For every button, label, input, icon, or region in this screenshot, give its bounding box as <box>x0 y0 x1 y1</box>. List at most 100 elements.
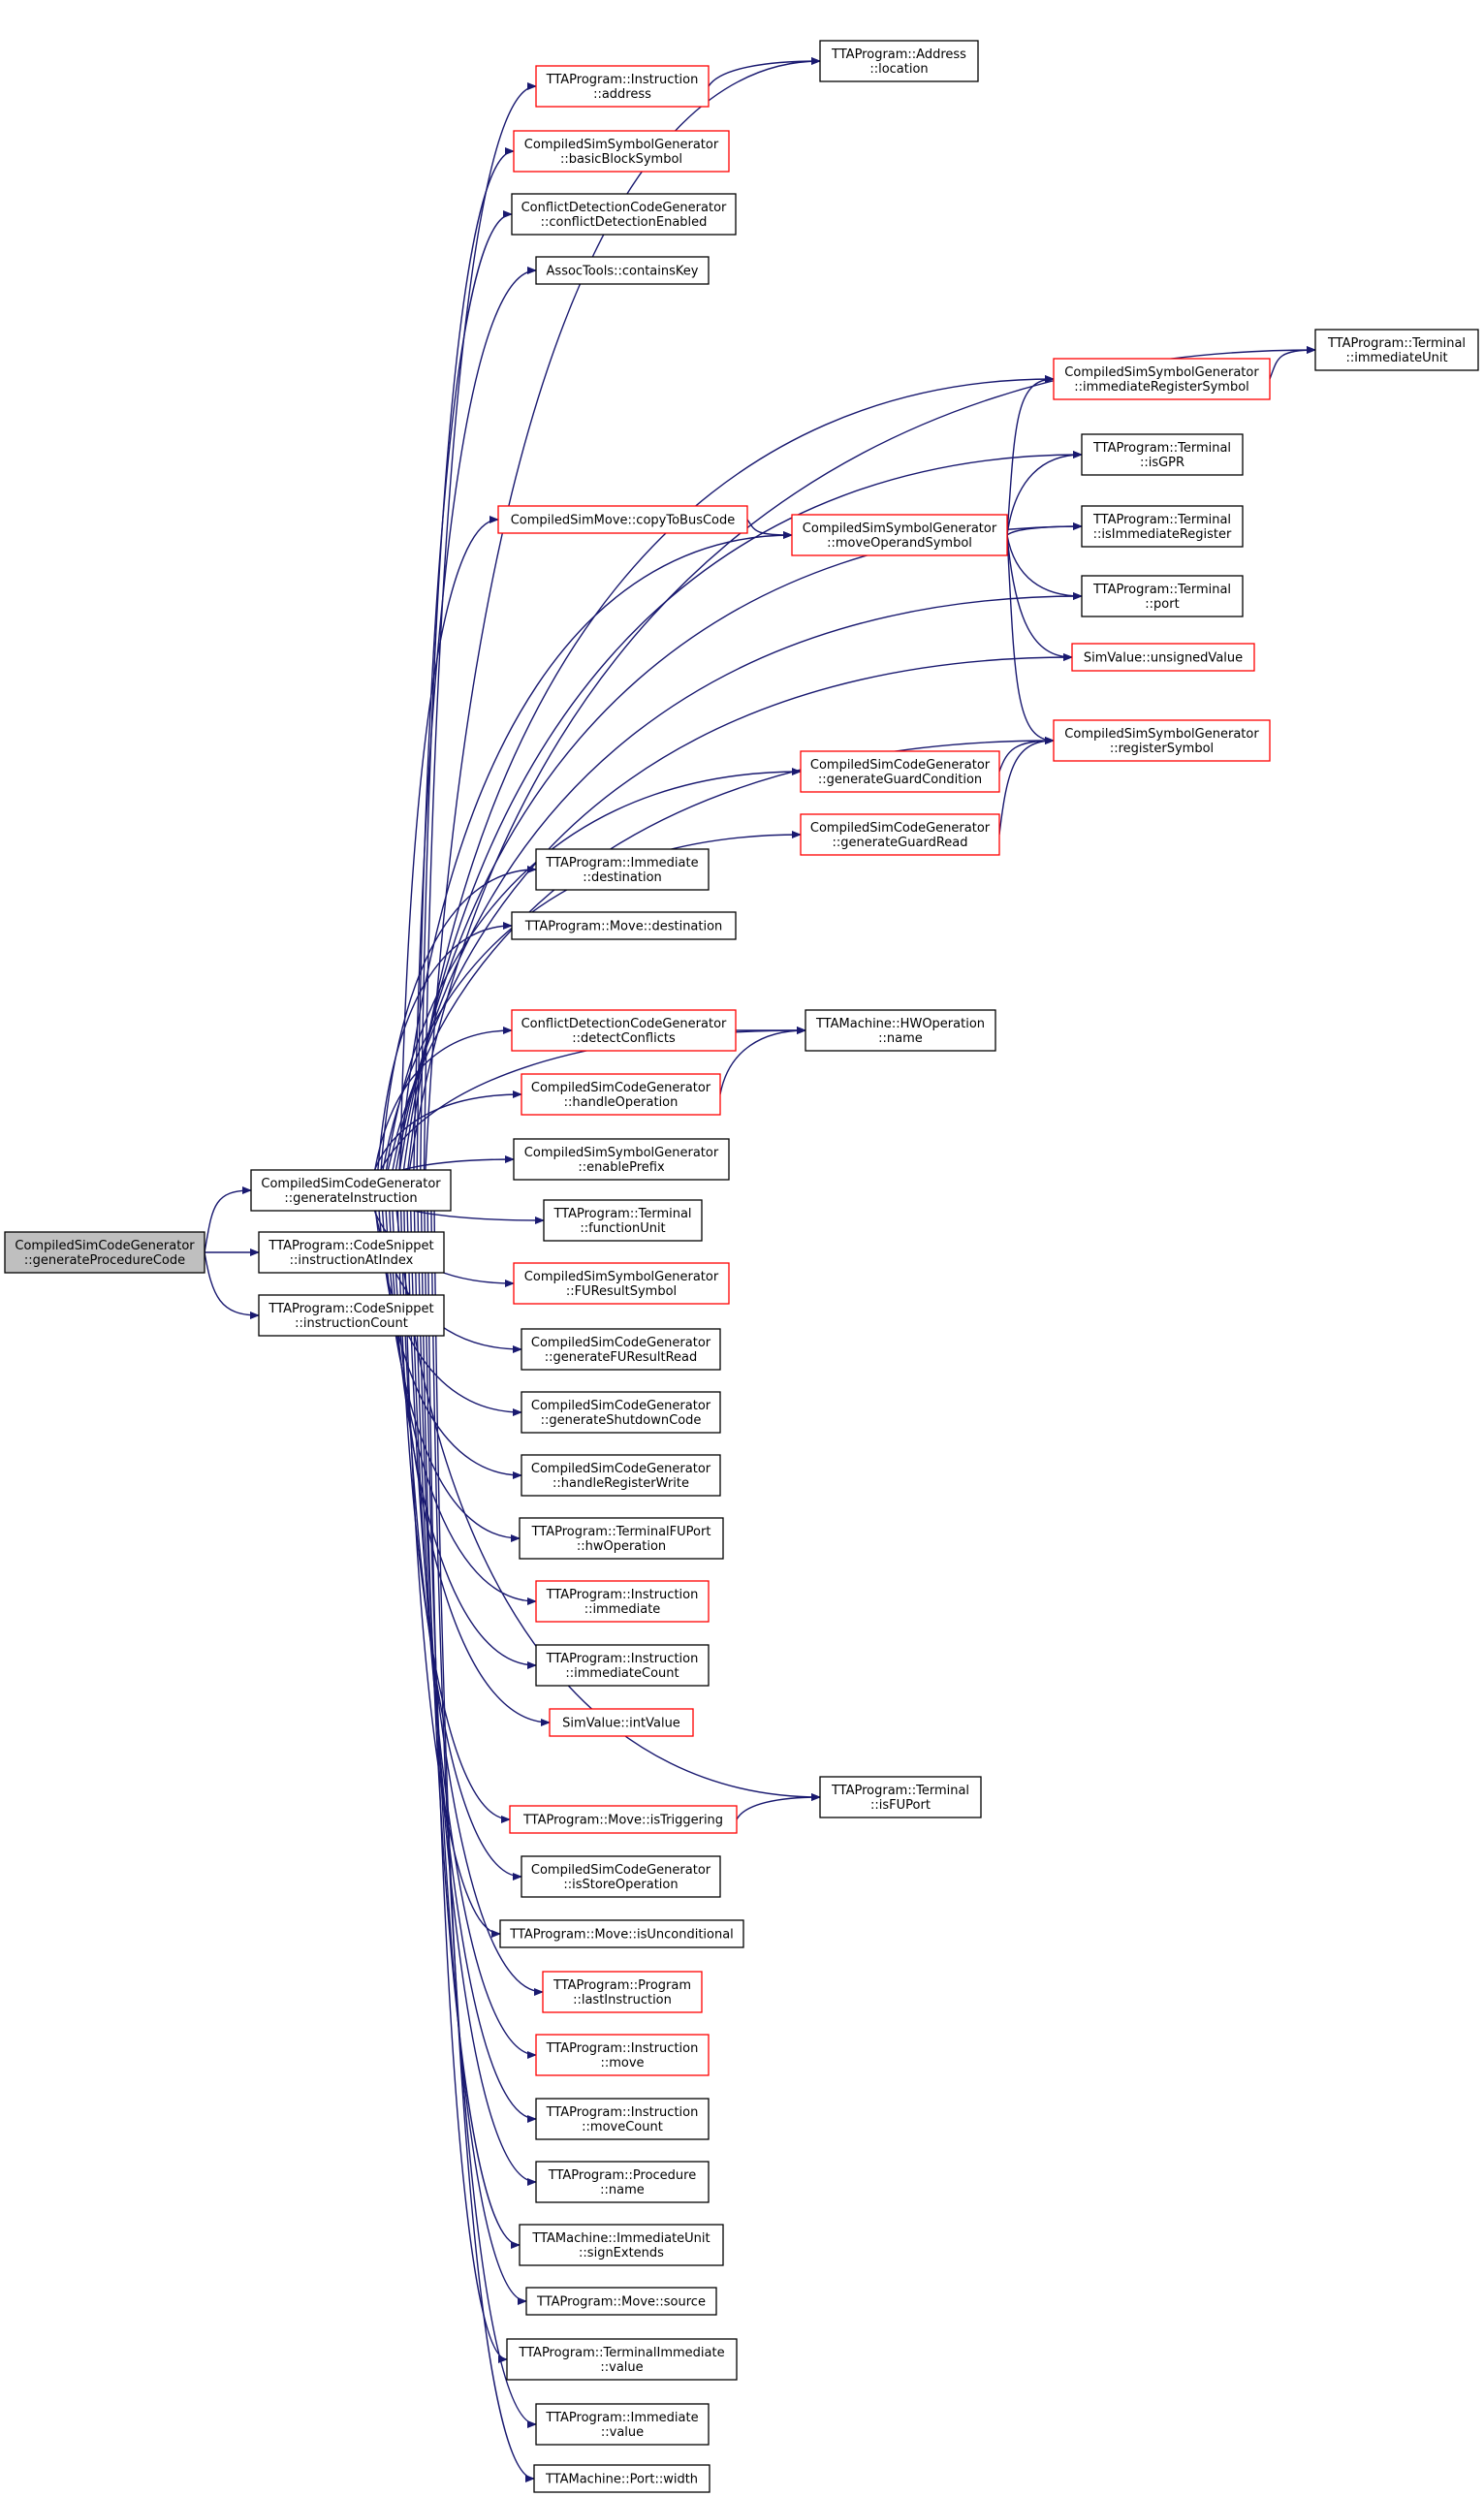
node-box <box>250 1169 452 1212</box>
node-instrAddress[interactable]: TTAProgram::Instruction::address <box>535 65 710 108</box>
edge-genInstr-to-handleRegWrite <box>378 1210 522 1479</box>
node-isFUPort[interactable]: TTAProgram::Terminal::isFUPort <box>819 1776 982 1818</box>
node-termImmValue[interactable]: TTAProgram::TerminalImmediate::value <box>506 2338 738 2381</box>
node-label: ::enablePrefix <box>578 1160 665 1175</box>
node-label: ::instructionAtIndex <box>290 1253 414 1268</box>
node-immRegSymbol[interactable]: CompiledSimSymbolGenerator::immediateReg… <box>1053 358 1271 400</box>
node-moveOperandSymbol[interactable]: CompiledSimSymbolGenerator::moveOperandS… <box>791 514 1008 556</box>
node-label: CompiledSimCodeGenerator <box>531 1336 711 1350</box>
node-label: TTAMachine::HWOperation <box>815 1017 985 1031</box>
node-functionUnit[interactable]: TTAProgram::Terminal::functionUnit <box>543 1199 703 1242</box>
node-box <box>513 1262 730 1305</box>
node-label: TTAProgram::Immediate <box>545 2411 698 2425</box>
node-containsKey[interactable]: AssocTools::containsKey <box>535 256 710 285</box>
node-box <box>819 1776 982 1818</box>
node-label: ConflictDetectionCodeGenerator <box>521 201 727 215</box>
node-box <box>535 848 710 891</box>
node-instrAtIndex[interactable]: TTAProgram::CodeSnippet::instructionAtIn… <box>258 1231 445 1274</box>
node-genFUResultRead[interactable]: CompiledSimCodeGenerator::generateFUResu… <box>521 1328 721 1371</box>
edge-genInstr-to-detectConflicts <box>371 1027 513 1188</box>
node-label: ::isImmediateRegister <box>1093 527 1232 542</box>
edge-genInstr-to-instrAddress <box>423 82 537 1171</box>
node-portWidth[interactable]: TTAMachine::Port::width <box>533 2464 710 2493</box>
edge-genInstr-to-immRegSymbol <box>407 375 1055 1171</box>
node-box <box>543 1199 703 1242</box>
node-registerSymbol[interactable]: CompiledSimSymbolGenerator::registerSymb… <box>1053 719 1271 762</box>
node-box <box>819 40 979 82</box>
node-label: TTAProgram::TerminalImmediate <box>518 2346 724 2360</box>
node-instrMove[interactable]: TTAProgram::Instruction::move <box>535 2034 710 2076</box>
node-label: TTAProgram::TerminalFUPort <box>531 1525 711 1539</box>
edge-isTriggering-to-isFUPort <box>736 1793 821 1820</box>
node-label: ::generateProcedureCode <box>24 1253 185 1268</box>
node-immCount[interactable]: TTAProgram::Instruction::immediateCount <box>535 1644 710 1687</box>
node-box <box>549 1708 694 1737</box>
node-label: ::basicBlockSymbol <box>560 152 682 167</box>
node-addrLocation[interactable]: TTAProgram::Address::location <box>819 40 979 82</box>
node-label: ::immediateUnit <box>1345 351 1447 365</box>
node-moveDest[interactable]: TTAProgram::Move::destination <box>511 911 737 940</box>
node-isTriggering[interactable]: TTAProgram::Move::isTriggering <box>509 1805 738 1834</box>
node-isGPR[interactable]: TTAProgram::Terminal::isGPR <box>1081 433 1244 476</box>
edge-genInstr-to-handleOperation <box>367 1090 522 1189</box>
node-genGuardRead[interactable]: CompiledSimCodeGenerator::generateGuardR… <box>800 813 1000 856</box>
edge-moveOperandSymbol-to-registerSymbol <box>1006 534 1055 744</box>
node-handleOperation[interactable]: CompiledSimCodeGenerator::handleOperatio… <box>521 1073 721 1116</box>
node-basicBlockSymbol[interactable]: CompiledSimSymbolGenerator::basicBlockSy… <box>513 130 730 173</box>
node-intValue[interactable]: SimValue::intValue <box>549 1708 694 1737</box>
node-box <box>509 1805 738 1834</box>
node-isUncond[interactable]: TTAProgram::Move::isUnconditional <box>499 1919 744 1948</box>
node-label: ::immediate <box>584 1602 661 1617</box>
node-detectConflicts[interactable]: ConflictDetectionCodeGenerator::detectCo… <box>511 1009 737 1052</box>
node-label: CompiledSimSymbolGenerator <box>524 1146 719 1160</box>
node-label: TTAProgram::Immediate <box>545 856 698 870</box>
edge-genInstr-to-copyToBusCode <box>399 516 499 1171</box>
node-label: TTAProgram::Terminal <box>1092 441 1231 456</box>
node-enablePrefix[interactable]: CompiledSimSymbolGenerator::enablePrefix <box>513 1138 730 1181</box>
node-hwOperation[interactable]: TTAProgram::TerminalFUPort::hwOperation <box>519 1517 724 1560</box>
node-label: CompiledSimCodeGenerator <box>261 1177 441 1191</box>
node-label: ::value <box>600 2360 643 2375</box>
node-signExtends[interactable]: TTAMachine::ImmediateUnit::signExtends <box>519 2224 724 2266</box>
node-lastInstr[interactable]: TTAProgram::Program::lastInstruction <box>542 1971 703 2013</box>
node-genShutdownCode[interactable]: CompiledSimCodeGenerator::generateShutdo… <box>521 1391 721 1434</box>
node-immediateUnit[interactable]: TTAProgram::Terminal::immediateUnit <box>1314 329 1479 371</box>
edge-moveOperandSymbol-to-port <box>1006 534 1083 600</box>
node-label: TTAProgram::Program <box>553 1978 691 1993</box>
node-root[interactable]: CompiledSimCodeGenerator::generateProced… <box>4 1231 205 1274</box>
node-box <box>521 1073 721 1116</box>
node-immValue[interactable]: TTAProgram::Immediate::value <box>535 2403 710 2446</box>
node-label: ::name <box>600 2183 645 2197</box>
edge-moveOperandSymbol-to-isImmReg <box>1006 522 1083 536</box>
node-moveCount[interactable]: TTAProgram::Instruction::moveCount <box>535 2098 710 2140</box>
node-box <box>521 1855 721 1898</box>
node-label: TTAProgram::Move::destination <box>524 920 723 934</box>
node-instrCount[interactable]: TTAProgram::CodeSnippet::instructionCoun… <box>258 1294 445 1337</box>
node-fuResultSymbol[interactable]: CompiledSimSymbolGenerator::FUResultSymb… <box>513 1262 730 1305</box>
edge-genGuardCond-to-registerSymbol <box>998 737 1055 773</box>
node-hwOpName[interactable]: TTAMachine::HWOperation::name <box>805 1009 996 1052</box>
node-genInstr[interactable]: CompiledSimCodeGenerator::generateInstru… <box>250 1169 452 1212</box>
node-handleRegWrite[interactable]: CompiledSimCodeGenerator::handleRegister… <box>521 1454 721 1497</box>
edge-immRegSymbol-to-immediateUnit <box>1269 346 1316 380</box>
node-instrImmediate[interactable]: TTAProgram::Instruction::immediate <box>535 1580 710 1623</box>
node-genGuardCond[interactable]: CompiledSimCodeGenerator::generateGuardC… <box>800 750 1000 793</box>
node-unsignedValue[interactable]: SimValue::unsignedValue <box>1071 643 1255 672</box>
node-isImmReg[interactable]: TTAProgram::Terminal::isImmediateRegiste… <box>1081 505 1244 548</box>
node-conflictDetEnabled[interactable]: ConflictDetectionCodeGenerator::conflict… <box>511 193 737 236</box>
node-copyToBusCode[interactable]: CompiledSimMove::copyToBusCode <box>497 505 748 534</box>
node-label: ::FUResultSymbol <box>566 1284 677 1299</box>
node-isStoreOp[interactable]: CompiledSimCodeGenerator::isStoreOperati… <box>521 1855 721 1898</box>
node-port[interactable]: TTAProgram::Terminal::port <box>1081 575 1244 617</box>
node-moveSource[interactable]: TTAProgram::Move::source <box>525 2287 717 2316</box>
node-label: ::moveCount <box>582 2120 663 2134</box>
node-box <box>805 1009 996 1052</box>
node-label: TTAProgram::Procedure <box>548 2168 696 2183</box>
node-label: SimValue::intValue <box>562 1717 680 1731</box>
node-label: ::location <box>869 62 928 77</box>
node-immDest[interactable]: TTAProgram::Immediate::destination <box>535 848 710 891</box>
node-procName[interactable]: TTAProgram::Procedure::name <box>535 2161 710 2203</box>
node-label: ::functionUnit <box>580 1221 665 1236</box>
edge-root-to-genInstr <box>204 1186 252 1253</box>
node-box <box>521 1328 721 1371</box>
